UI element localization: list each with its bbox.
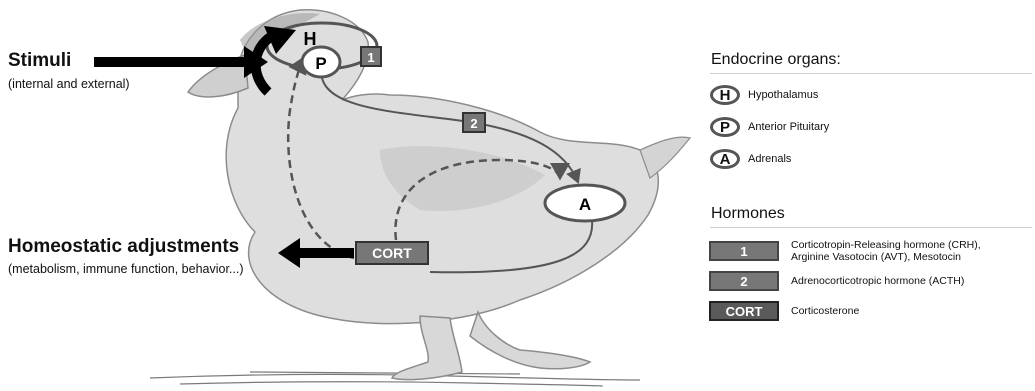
organ-symbol: H [710,85,740,105]
svg-text:1: 1 [367,50,374,65]
svg-text:A: A [579,195,591,214]
pituitary-node: P [302,47,340,77]
svg-text:CORT: CORT [372,245,412,261]
organ-symbol: P [710,117,740,137]
organs-divider [710,73,1032,74]
hormone-row-crh: 1 Corticotropin-Releasing hormone (CRH),… [709,239,981,263]
hormone-row-cort: CORT Corticosterone [709,301,859,321]
hormone-symbol: CORT [709,301,779,321]
svg-text:2: 2 [470,116,477,131]
organ-label: Adrenals [748,153,791,165]
organ-label: Anterior Pituitary [748,121,829,133]
organ-row-adrenals: A Adrenals [710,146,791,172]
svg-text:H: H [304,29,317,49]
cort-tag: CORT [356,242,428,264]
hormone-symbol: 2 [709,271,779,291]
hormone-label: Corticosterone [791,305,859,317]
hormone-label-line: Corticotropin-Releasing hormone (CRH), [791,239,981,251]
homeostatic-label: Homeostatic adjustments [8,236,239,258]
organ-label: Hypothalamus [748,89,818,101]
organ-row-hypothalamus: H Hypothalamus [710,82,818,108]
hormone-label: Corticotropin-Releasing hormone (CRH), A… [791,239,981,263]
acth-tag: 2 [463,113,485,132]
hormones-heading: Hormones [711,205,785,223]
organ-row-pituitary: P Anterior Pituitary [710,114,829,140]
homeostatic-sublabel: (metabolism, immune function, behavior..… [8,262,244,276]
organ-symbol: A [710,149,740,169]
crh-tag: 1 [361,47,381,66]
hormone-row-acth: 2 Adrenocorticotropic hormone (ACTH) [709,271,964,291]
hormone-label: Adrenocorticotropic hormone (ACTH) [791,275,964,287]
hormone-label-line: Arginine Vasotocin (AVT), Mesotocin [791,251,981,263]
hormones-divider [710,227,1032,228]
svg-text:P: P [315,54,326,73]
stimuli-label: Stimuli [8,50,71,72]
adrenals-node: A [545,185,625,221]
hormone-symbol: 1 [709,241,779,261]
organs-heading: Endocrine organs: [711,51,841,69]
hypothalamus-node: H [304,29,317,49]
stimuli-sublabel: (internal and external) [8,77,130,91]
